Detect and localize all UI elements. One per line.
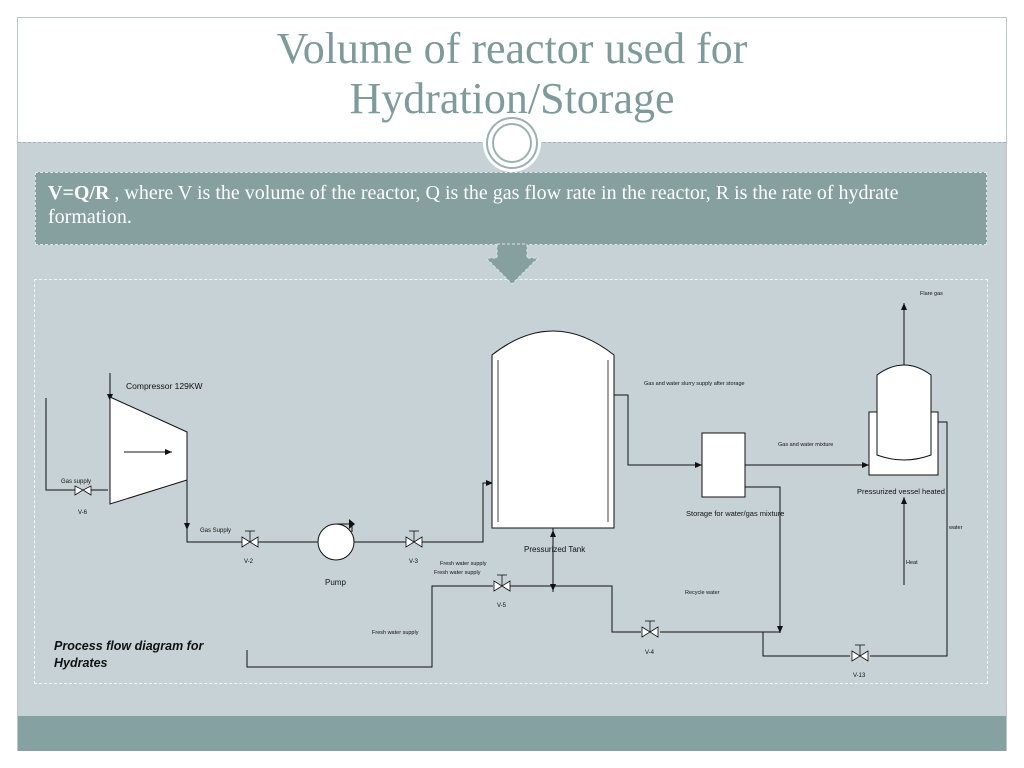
title-ornament — [483, 114, 541, 172]
recycle-water-label: Recycle water — [685, 590, 720, 596]
valve-v2[interactable] — [241, 530, 259, 548]
vessel-label: Pressurized vessel heated — [857, 487, 945, 496]
compressor-label: Compressor 129KW — [126, 381, 203, 391]
down-arrow-icon — [484, 243, 540, 285]
compressor-outlet-line — [186, 480, 320, 543]
pressurized-vessel-heated — [868, 364, 939, 476]
fresh-water-label-3: Fresh water supply — [372, 630, 419, 636]
slide-title: Volume of reactor used for Hydration/Sto… — [18, 24, 1006, 124]
gas-supply-line — [45, 398, 108, 491]
pump — [317, 519, 355, 561]
valve-v4-label: V-4 — [645, 650, 655, 656]
valve-v5[interactable] — [493, 574, 511, 592]
gas-supply-left-label: Gas supply — [61, 479, 91, 485]
tank-label: Pressurized Tank — [524, 545, 586, 554]
valve-v13-label: V-13 — [853, 673, 866, 679]
valve-v3-label: V-3 — [409, 559, 419, 565]
valve-v6-label: V-6 — [78, 510, 88, 516]
heat-label: Heat — [906, 560, 918, 566]
fresh-water-line — [246, 585, 493, 668]
caption-line-1: Process flow diagram for — [54, 639, 204, 653]
pressurized-tank — [491, 330, 615, 529]
fresh-water-label-2: Fresh water supply — [434, 570, 481, 576]
valve-v6[interactable] — [74, 485, 92, 496]
flare-gas-label: Flare gas — [920, 291, 943, 297]
formula-text: V=Q/R — [48, 182, 110, 204]
gas-water-mixture-label: Gas and water mixture — [778, 442, 833, 448]
valve-v3[interactable] — [405, 530, 423, 548]
valve-v4[interactable] — [641, 620, 659, 638]
v13-to-recycle-line — [762, 632, 850, 657]
recycle-to-tank-line — [510, 585, 641, 633]
pump-label: Pump — [325, 578, 346, 587]
water-return-line — [870, 421, 948, 657]
storage-vessel — [701, 432, 746, 498]
pump-to-tank-line — [354, 480, 493, 543]
tank-to-storage-line — [614, 394, 702, 468]
valve-v2-label: V-2 — [244, 559, 254, 565]
title-line-1: Volume of reactor used for — [276, 24, 748, 73]
fresh-water-label-1: Fresh water supply — [440, 561, 487, 567]
slurry-label: Gas and water slurry supply after storag… — [644, 381, 745, 387]
valve-v13[interactable] — [851, 644, 869, 662]
gas-supply-bottom-label: Gas Supply — [200, 528, 231, 534]
valve-v5-label: V-5 — [497, 603, 507, 609]
compressor — [109, 396, 188, 505]
storage-recycle-line — [660, 486, 781, 633]
water-label: water — [948, 525, 963, 531]
formula-description: , where V is the volume of the reactor, … — [48, 182, 899, 228]
footer-bar — [18, 716, 1006, 751]
caption-line-2: Hydrates — [54, 656, 108, 670]
storage-label: Storage for water/gas mixture — [686, 509, 784, 518]
